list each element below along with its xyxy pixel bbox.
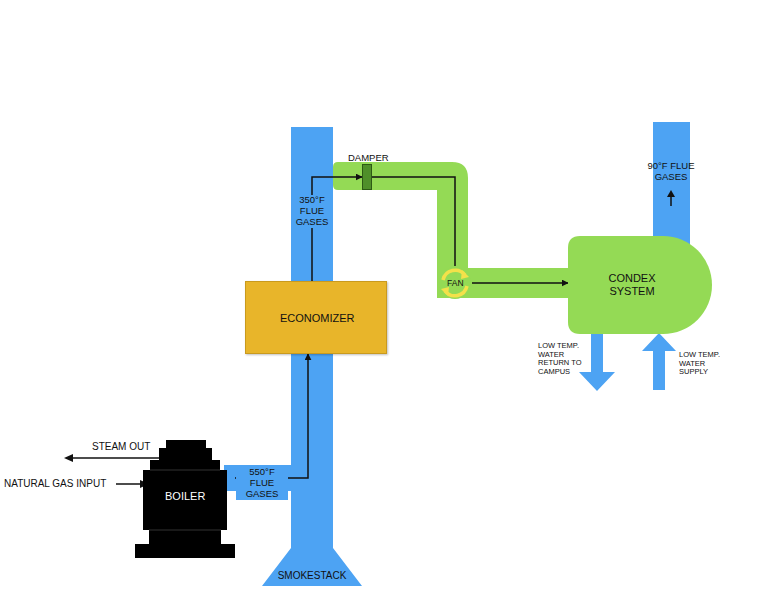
node-text: FAN <box>447 278 464 288</box>
flow-label: NATURAL GAS INPUT <box>4 478 116 490</box>
part-name: SMOKESTACK <box>262 570 362 582</box>
node-text: CONDEX SYSTEM <box>596 272 668 298</box>
gas-arrow <box>116 483 141 485</box>
flow-connector <box>235 354 308 478</box>
arrow-head <box>64 454 73 462</box>
node-text: BOILER <box>165 490 205 503</box>
flow-connector <box>372 177 455 266</box>
water-label: LOW TEMP. WATER SUPPLY <box>679 351 725 377</box>
flow-connector <box>312 177 362 281</box>
bypass-duct <box>333 162 570 298</box>
water-label: LOW TEMP. WATER RETURN TO CAMPUS <box>538 342 592 377</box>
flow-connector <box>472 282 568 284</box>
flow-arrow <box>670 196 672 206</box>
edge-label: 550°F FLUE GASES <box>236 467 288 500</box>
water-supply-arrow <box>642 333 676 390</box>
steam-arrow <box>72 457 166 459</box>
condex-outline <box>568 236 712 334</box>
fan-circle: FAN <box>438 266 472 300</box>
water-return-arrow <box>579 334 615 391</box>
economizer-box: ECONOMIZER <box>245 281 387 354</box>
boiler: BOILER <box>135 440 235 558</box>
flow-label: 90°F FLUE GASES <box>640 161 702 183</box>
condex-system: CONDEX SYSTEM <box>568 236 712 334</box>
smokestack <box>262 127 362 586</box>
node-text: ECONOMIZER <box>280 312 355 325</box>
exhaust-stack <box>653 122 690 247</box>
damper: DAMPER <box>362 164 372 190</box>
edge-label: 350°F FLUE GASES <box>292 195 332 228</box>
node-text: DAMPER <box>348 152 389 163</box>
arrow-head <box>667 190 675 197</box>
flow-label: STEAM OUT <box>92 441 172 453</box>
